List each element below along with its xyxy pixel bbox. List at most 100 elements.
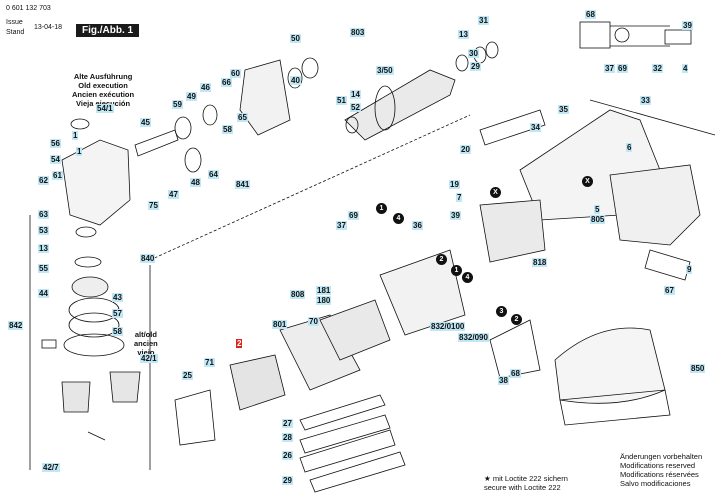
part-label: 33 (640, 96, 651, 105)
part-label: 60 (230, 69, 241, 78)
part-label: 66 (221, 78, 232, 87)
callout-marker: 1 (451, 265, 462, 276)
part-label: 44 (38, 289, 49, 298)
field-coil-2 (229, 354, 286, 411)
part-label: 42/7 (42, 463, 60, 472)
chuck-right (109, 371, 141, 403)
part-label: 29 (282, 476, 293, 485)
callout-marker: 2 (511, 314, 522, 325)
part-label: 832/090 (458, 333, 489, 342)
part-label: 5 (594, 205, 601, 214)
ring-29 (485, 41, 499, 59)
callout-marker: 2 (436, 254, 447, 265)
wire-38 (489, 319, 541, 379)
part-label: 42/1 (140, 354, 158, 363)
gear-46 (202, 104, 218, 126)
part-label: 40 (290, 76, 301, 85)
baffle-25 (174, 389, 216, 446)
part-label: 67 (664, 286, 675, 295)
part-label: 47 (168, 190, 179, 199)
part-label: 43 (112, 293, 123, 302)
part-label: 46 (200, 83, 211, 92)
part-label: 31 (478, 16, 489, 25)
ring-50 (301, 57, 319, 79)
ring-58 (63, 333, 125, 357)
chuck-left (61, 381, 91, 413)
callout-marker: X (490, 187, 501, 198)
part-label: 70 (308, 317, 319, 326)
part-label: 52 (350, 103, 361, 112)
figure-title: Fig./Abb. 1 (76, 24, 140, 37)
spindle-45 (134, 129, 179, 157)
frame-line-a (149, 114, 471, 261)
part-label: 6 (626, 143, 633, 152)
part-label: 808 (290, 290, 306, 299)
part-label: 818 (532, 258, 548, 267)
plate-29 (309, 451, 406, 493)
part-label: 805 (590, 215, 606, 224)
callout-marker: X (582, 176, 593, 187)
plate-28 (299, 414, 391, 454)
part-label: 56 (50, 139, 61, 148)
part-label: 59 (172, 100, 183, 109)
part-label: 53 (38, 226, 49, 235)
cord-33 (589, 99, 716, 136)
part-label: 39 (682, 21, 693, 30)
part-label: 38 (498, 376, 509, 385)
version-note-line: Vieja ejecución (76, 99, 130, 108)
part-label: 13 (38, 244, 49, 253)
part-label: 71 (204, 358, 215, 367)
part-label: 842 (8, 321, 24, 330)
loctite-note-line: secure with Loctite 222 (484, 483, 561, 492)
motor-symbol (614, 27, 630, 43)
loctite-star-1: ★ (484, 474, 491, 483)
stand-label: Stand (6, 29, 25, 36)
brush-holder-36 (379, 249, 466, 336)
version-note: Alte Ausführung Old execution Ancien exé… (72, 72, 134, 108)
part-label: 28 (282, 433, 293, 442)
part-label: 27 (282, 419, 293, 428)
part-label: 57 (112, 309, 123, 318)
modifications-line: Modifications réservées (620, 470, 699, 479)
modifications-line: Modifications reserved (620, 461, 696, 470)
alt-note-line: ancien (134, 339, 158, 348)
alt-note-line: alt/old (134, 330, 157, 339)
ring-59 (174, 116, 192, 140)
part-label: 48 (190, 178, 201, 187)
bearing-13 (75, 226, 97, 238)
rail-27 (299, 394, 386, 431)
part-label: 36 (412, 221, 423, 230)
gear-case-180 (319, 299, 391, 361)
sleeve-57 (68, 312, 120, 338)
plate-26 (299, 429, 396, 473)
part-number: 0 601 132 703 (6, 5, 51, 12)
part-label: 69 (617, 64, 628, 73)
part-label: 58 (112, 327, 123, 336)
part-label: 4 (682, 64, 689, 73)
part-label: 58 (222, 125, 233, 134)
modifications-line: Änderungen vorbehalten (620, 452, 703, 461)
part-label: 1 (76, 147, 83, 156)
part-label: 29 (470, 62, 481, 71)
callout-marker: 4 (393, 213, 404, 224)
part-label: 63 (38, 210, 49, 219)
head-cap (70, 118, 90, 130)
part-label: 9 (686, 265, 693, 274)
label-strip-9 (644, 249, 691, 281)
gear-head-housing (61, 139, 131, 226)
alt-note: alt/old ancien viejo (134, 330, 158, 357)
part-label: 37 (604, 64, 615, 73)
part-label: 7 (456, 193, 463, 202)
small-square-part (41, 339, 57, 349)
bearing-51 (345, 116, 359, 134)
part-label: 61 (52, 171, 63, 180)
chuck-key (87, 431, 106, 441)
part-label: 850 (690, 364, 706, 373)
bevel-gear-44 (71, 276, 109, 298)
issue-date: 13-04-18 (34, 24, 63, 31)
part-label: 832/0100 (430, 322, 466, 331)
part-label: 20 (460, 145, 471, 154)
part-label: 51 (336, 96, 347, 105)
part-label: 803 (350, 28, 366, 37)
part-label: 3/50 (376, 66, 394, 75)
